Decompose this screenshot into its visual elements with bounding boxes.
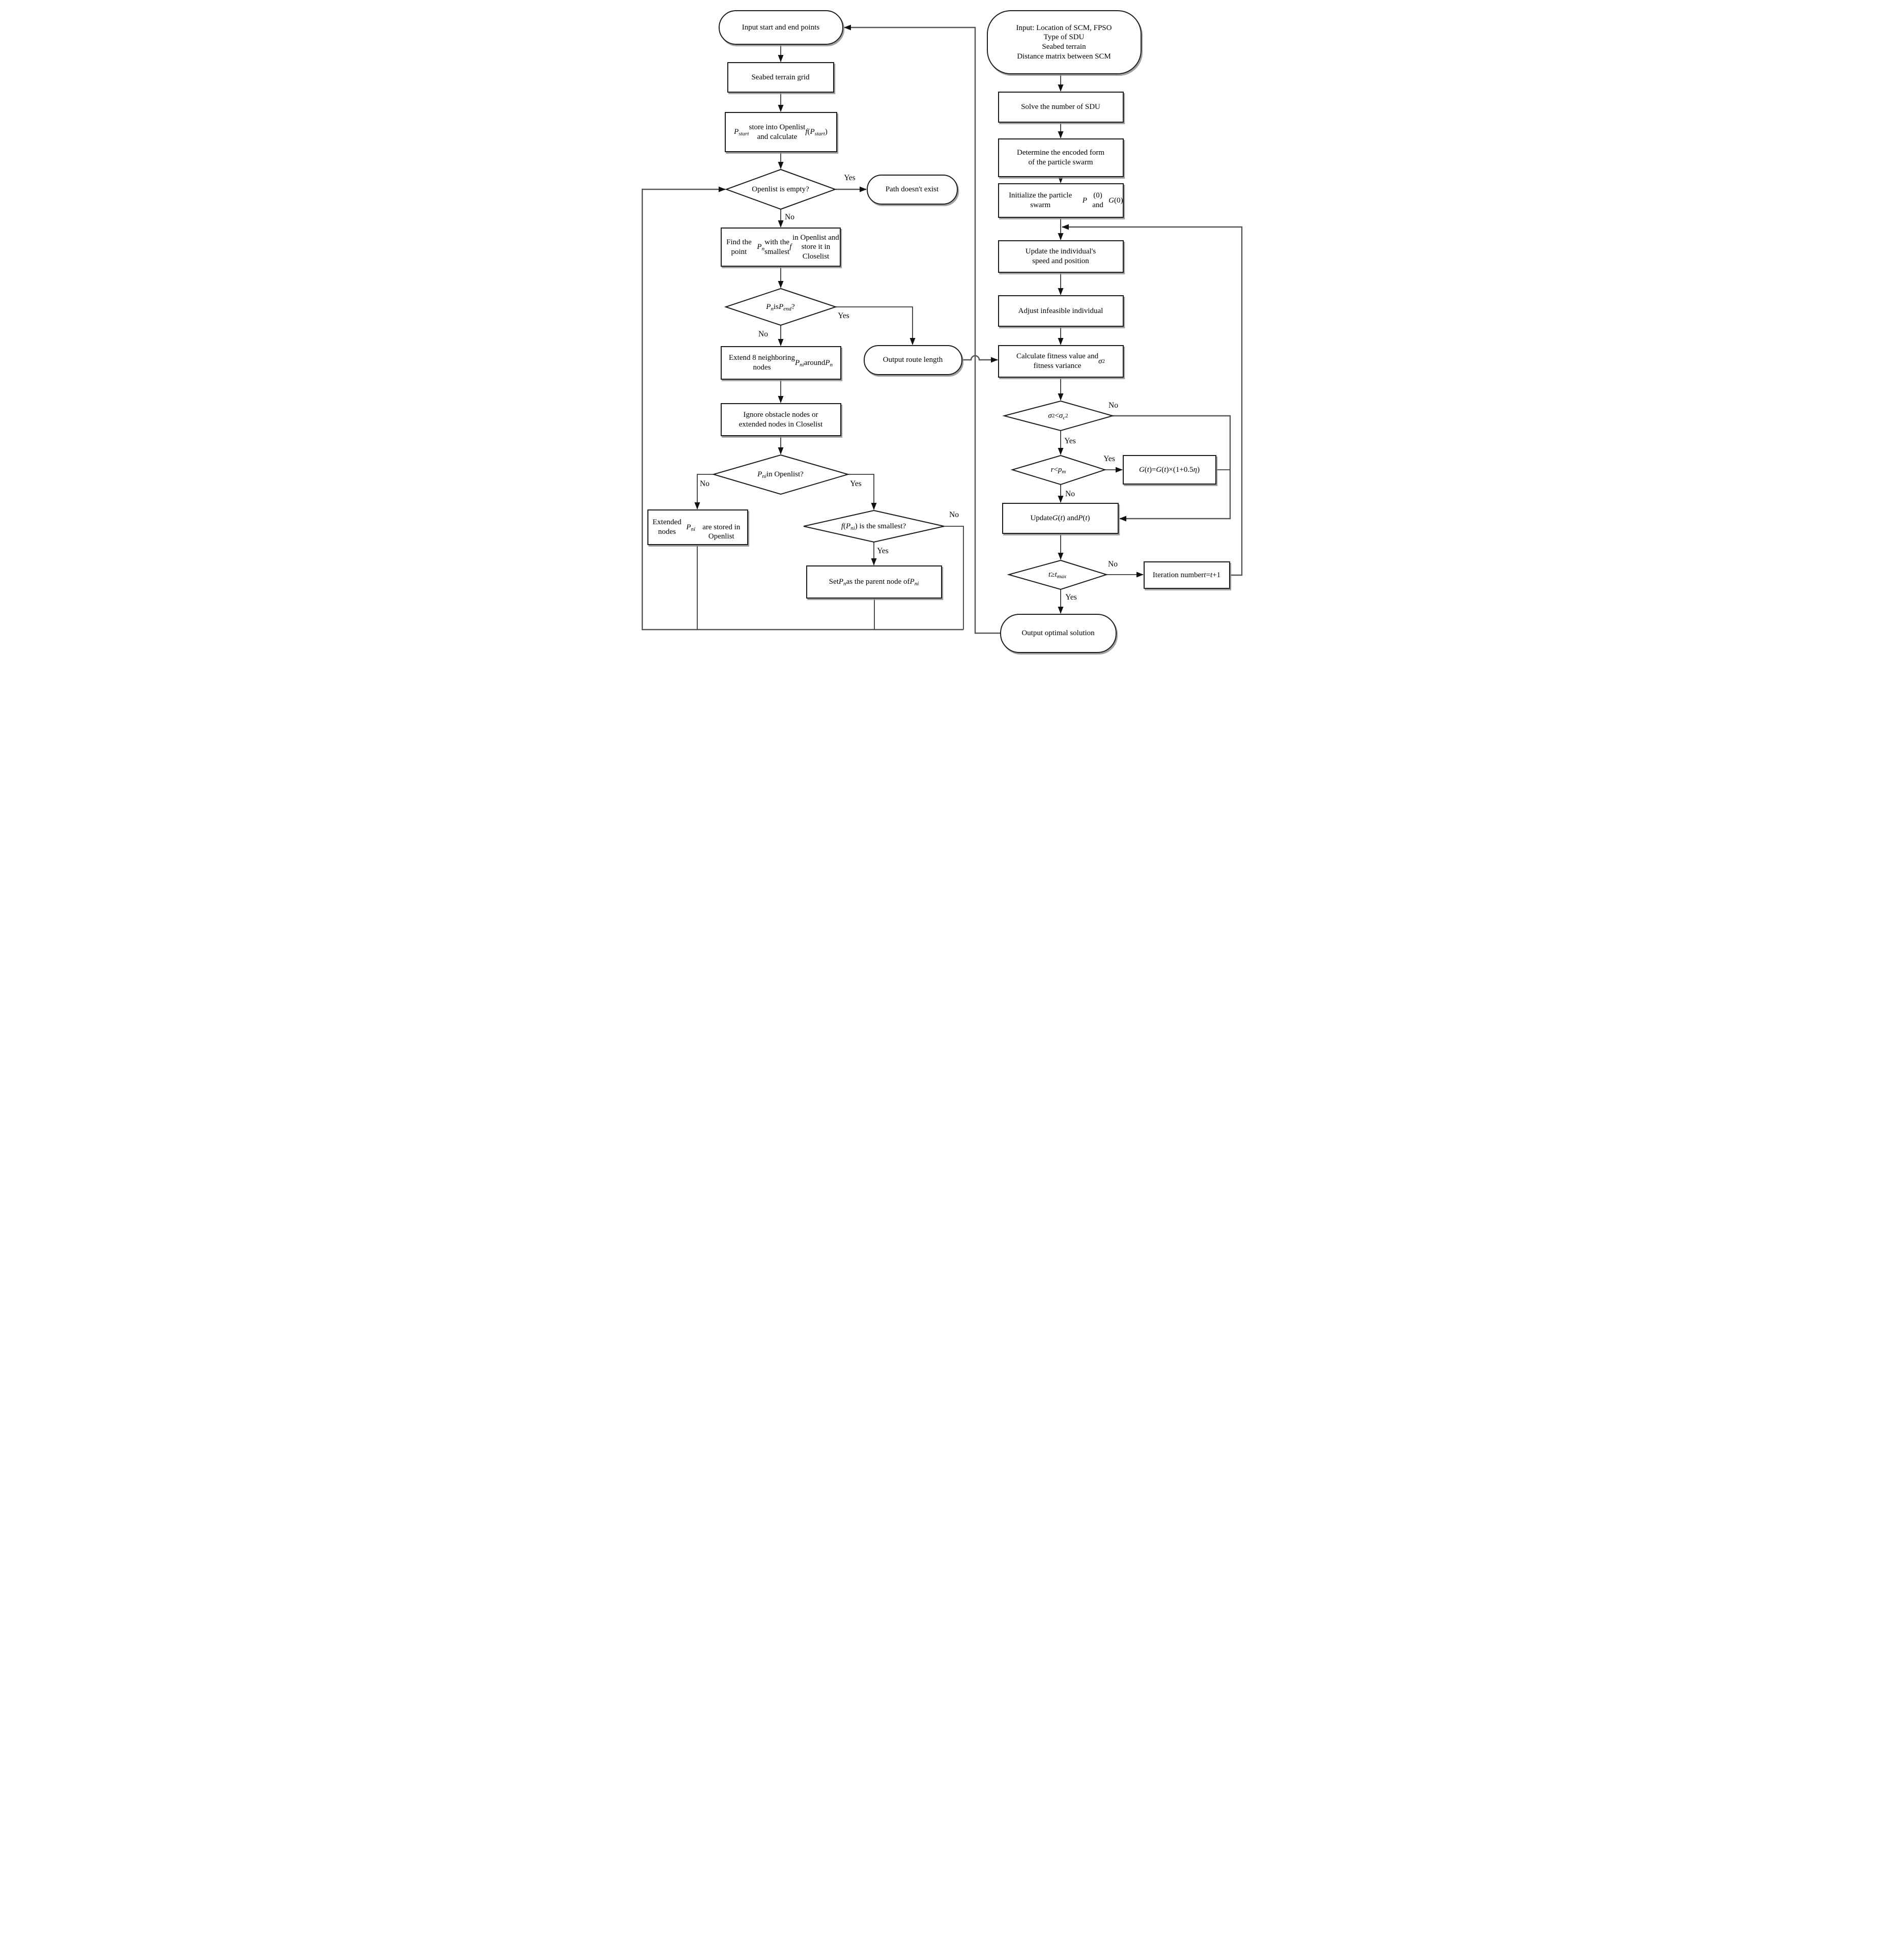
sigma-check-diamond-shape — [1002, 400, 1115, 432]
calc-fitness-box-shape — [998, 345, 1124, 378]
path-none-terminator-shape — [866, 175, 958, 205]
store-nodes-box-shape — [647, 509, 748, 545]
set-parent-box-shape — [806, 565, 942, 599]
pn-is-pend-diamond-shape — [724, 288, 837, 326]
openlist-empty-diamond-shape — [724, 168, 837, 210]
edge-f-no — [944, 526, 964, 630]
edge-route-to-fitness — [961, 355, 998, 363]
flowchart-drawing — [641, 10, 1242, 653]
edge-pni-no — [694, 474, 714, 509]
edge-iteration-loop — [1061, 224, 1242, 576]
g-mutate-box-shape — [1122, 455, 1216, 485]
t-check-diamond-shape — [1006, 559, 1108, 590]
extend-nodes-box-shape — [720, 346, 841, 380]
output-opt-terminator-shape — [1000, 614, 1117, 653]
pstart-box-shape — [724, 112, 837, 152]
pni-openlist-diamond-shape — [711, 454, 850, 495]
edge-sigma-no — [1112, 415, 1231, 522]
find-point-box-shape — [720, 228, 841, 267]
seabed-box-shape — [727, 62, 834, 93]
init-swarm-box-shape — [998, 183, 1124, 218]
r-check-diamond-shape — [1010, 455, 1106, 486]
encode-form-box-shape — [998, 138, 1124, 177]
update-speed-box-shape — [998, 240, 1124, 273]
adjust-ind-box-shape — [998, 295, 1124, 327]
shapes — [647, 10, 1230, 653]
start-terminator-shape — [718, 10, 843, 45]
iteration-box-shape — [1143, 561, 1230, 589]
edge-solution-to-start — [843, 24, 1001, 634]
route-length-terminator-shape — [863, 345, 962, 375]
solve-sdu-box-shape — [998, 92, 1124, 123]
f-smallest-diamond-shape — [803, 509, 944, 543]
connectors — [641, 24, 1242, 634]
pso-input-terminator-shape — [986, 10, 1142, 74]
edge-loop-to-openlist — [641, 186, 963, 631]
ignore-nodes-box-shape — [720, 403, 841, 436]
edge-pend-yes — [835, 306, 915, 345]
update-gp-box-shape — [1002, 503, 1119, 534]
flowchart-canvas: Input start and end points Seabed terrai… — [625, 0, 1252, 662]
edge-pni-yes — [847, 474, 876, 510]
